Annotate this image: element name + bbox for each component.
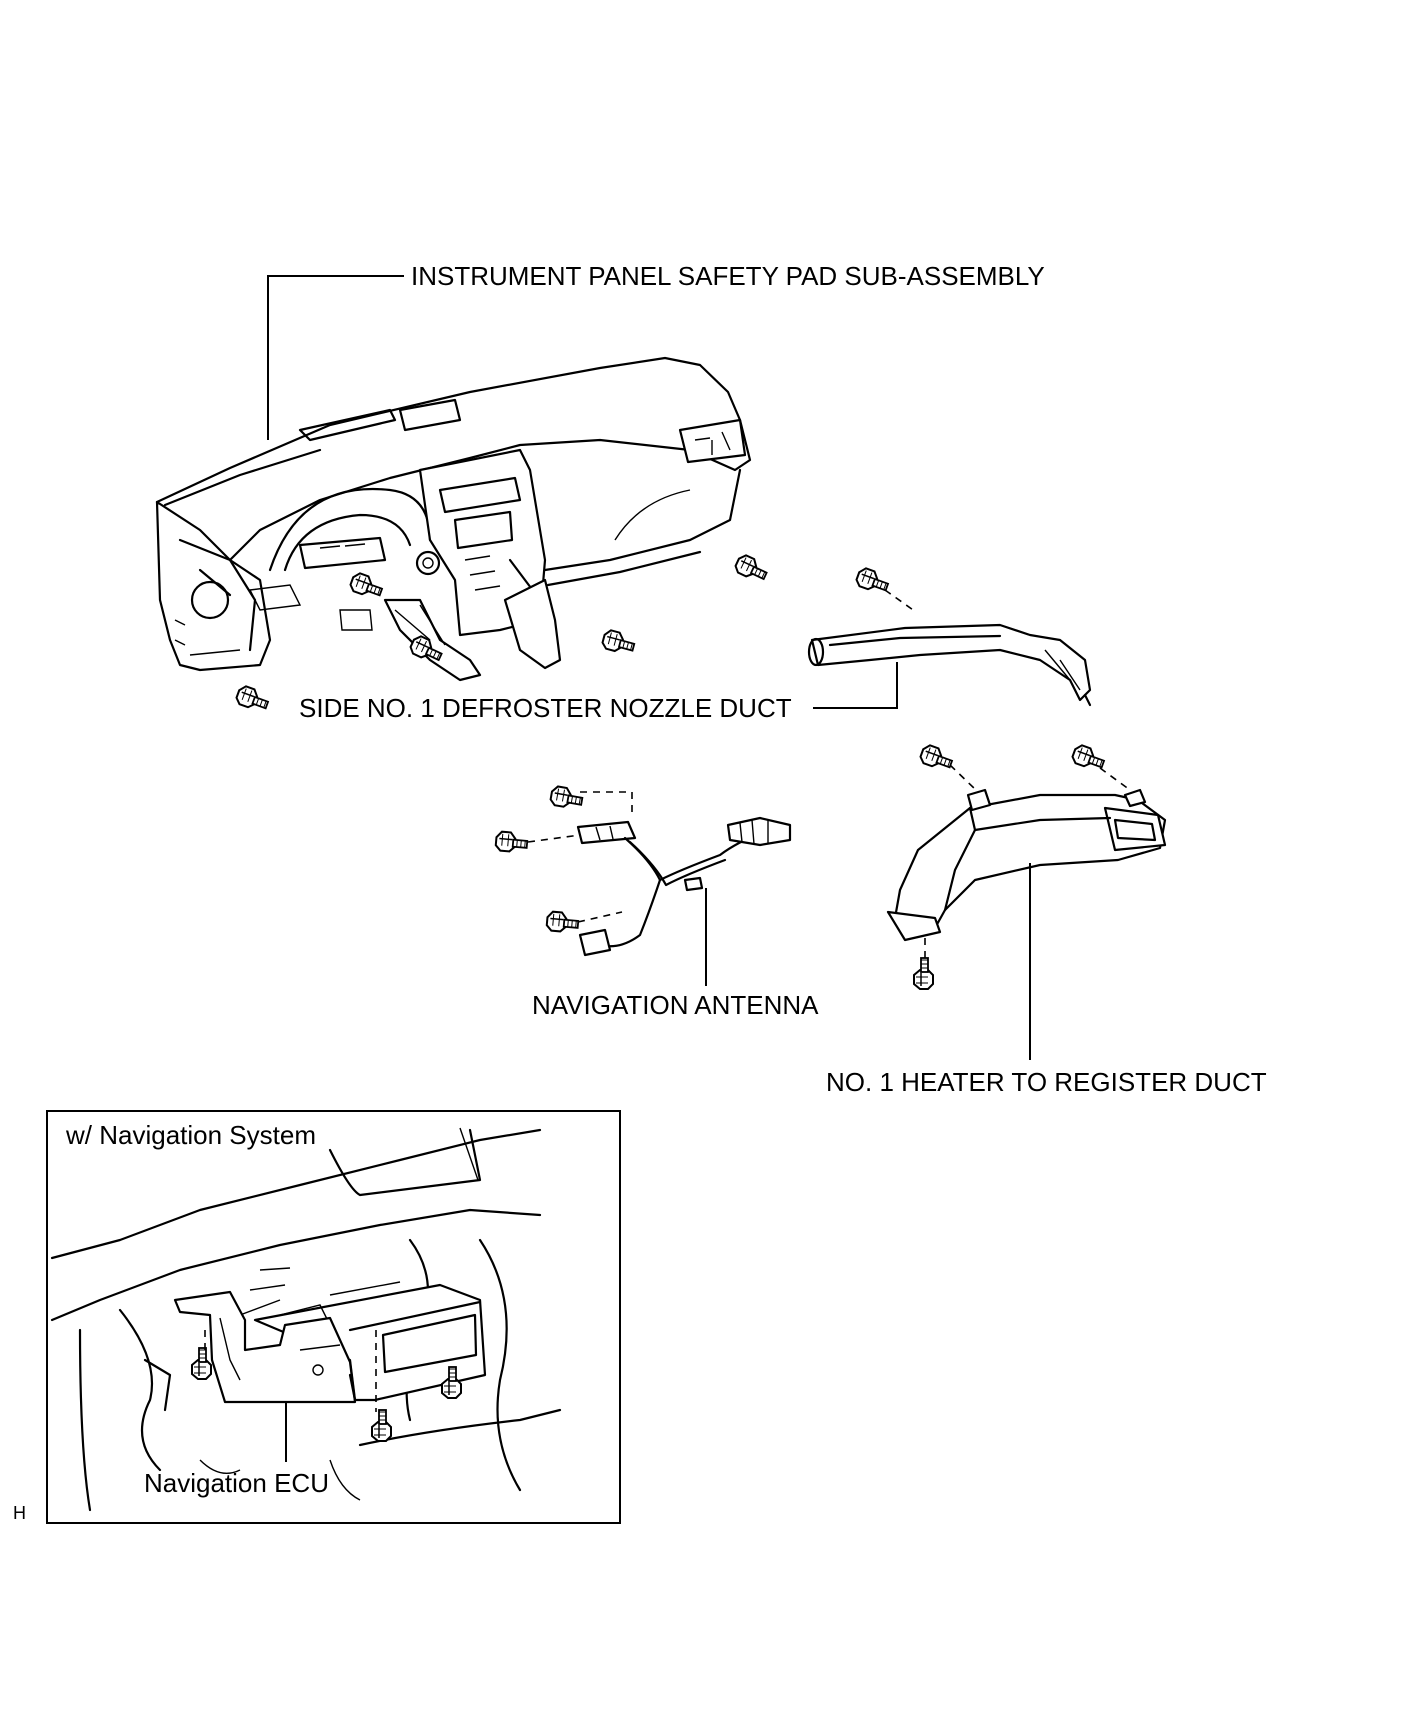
label-heater-duct: NO. 1 HEATER TO REGISTER DUCT [826,1067,1267,1097]
bolt-ecu-1 [191,1347,212,1380]
label-safety-pad: INSTRUMENT PANEL SAFETY PAD SUB-ASSEMBLY [411,261,1045,291]
navigation-antenna [576,816,792,957]
label-nav-ecu: Navigation ECU [144,1468,329,1498]
inset-box [46,1110,621,1524]
leader-safety-pad [267,275,404,440]
dash-heater-2 [1099,767,1131,791]
bolt-ecu-2 [371,1409,392,1442]
bolt-panel-1 [347,570,386,602]
inset-scene [50,1127,562,1512]
label-defroster: SIDE NO. 1 DEFROSTER NOZZLE DUCT [299,693,792,723]
bolt-heater-1 [917,742,956,774]
label-nav-antenna: NAVIGATION ANTENNA [532,990,819,1020]
corner-mark: H [13,1503,26,1523]
leader-defroster [813,662,898,709]
dash-heater-1 [949,764,977,791]
bolt-heater-2 [1069,742,1108,774]
side-defroster-nozzle-duct [807,623,1092,707]
bolt-heater-3 [913,957,934,990]
bolt-panel-3 [600,628,638,657]
heater-to-register-duct [886,788,1167,942]
dash-antenna-3 [577,911,623,923]
bolt-panel-5 [732,552,771,585]
bolt-panel-4 [233,683,272,715]
dash-antenna-1 [580,791,633,812]
instrument-panel-safety-pad [155,356,752,682]
bolt-antenna-3 [545,910,580,934]
bolt-antenna-1 [548,784,585,811]
label-inset-title: w/ Navigation System [65,1120,316,1150]
bolt-antenna-2 [494,830,529,854]
dash-antenna-2 [527,834,581,843]
dash-defroster [884,589,917,613]
